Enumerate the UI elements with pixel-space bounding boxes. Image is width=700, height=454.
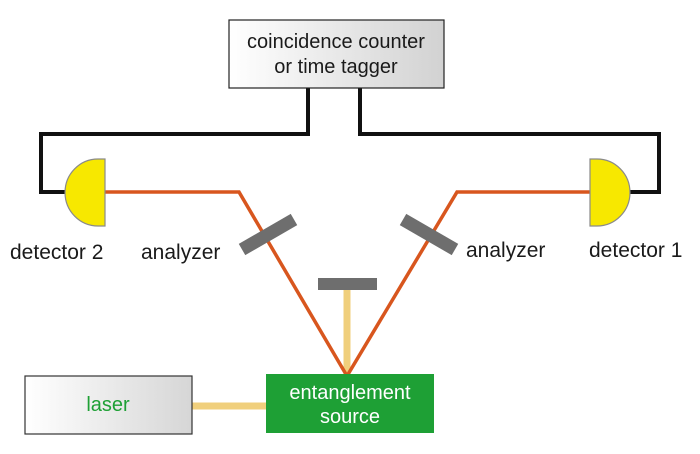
analyzer-left-label: analyzer [141, 241, 220, 264]
detector-icon [589, 158, 631, 227]
entanglement-source-box [266, 374, 434, 433]
source-label-line1: entanglement [289, 382, 411, 404]
source-label-line2: source [320, 406, 380, 428]
detector-1-label: detector 1 [589, 239, 682, 262]
counter-label-line2: or time tagger [274, 56, 398, 78]
photon-beam-left [105, 190, 349, 377]
cable-left [39, 88, 310, 194]
analyzer-right-label: analyzer [466, 239, 545, 262]
coincidence-counter-box [228, 19, 445, 89]
detector-icon [64, 158, 106, 227]
photon-beam-right [345, 190, 590, 377]
mirror-icon [318, 278, 377, 290]
analyzer-plate-icon [238, 213, 298, 256]
cable-right [358, 88, 661, 194]
laser-box [24, 375, 193, 435]
analyzer-plate-icon [399, 213, 459, 256]
counter-label-line1: coincidence counter [247, 31, 425, 53]
laser-label: laser [86, 394, 130, 416]
detector-2-label: detector 2 [10, 241, 103, 264]
